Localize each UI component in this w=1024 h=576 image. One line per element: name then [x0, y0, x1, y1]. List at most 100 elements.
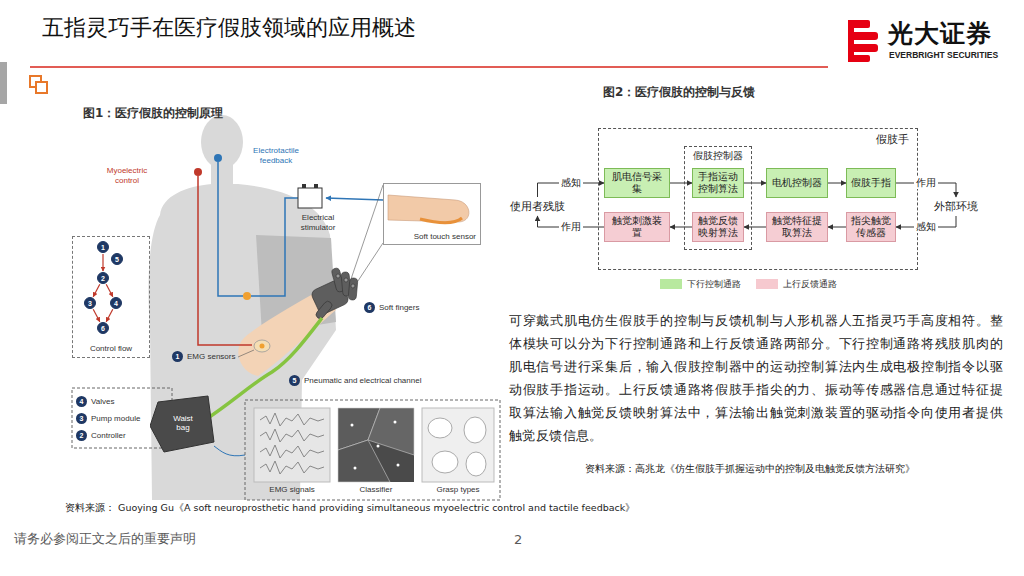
connector	[828, 227, 846, 228]
panel-caption: EMG signals	[254, 485, 330, 495]
header-decor	[0, 62, 828, 104]
source-note: 资料来源： Guoying Gu《A soft neuroprosthetic …	[65, 502, 635, 515]
classifier-panel	[338, 408, 414, 482]
step-circle: 4	[110, 297, 122, 309]
system-boundary: 假肢手假肢控制器手指运动控制算法触觉反馈映射算法肌电信号采集电机控制器假肢手指触…	[598, 128, 918, 270]
battery-icon-part	[298, 188, 322, 208]
signal-wires-part	[214, 446, 245, 456]
header-decor-part	[36, 82, 47, 93]
person-figure-part	[211, 160, 233, 188]
grasp-panel-part	[466, 452, 486, 476]
process-box: 触觉反馈映射算法	[692, 212, 744, 242]
signal-wires-part	[205, 318, 322, 420]
part-label: Pneumatic and electrical channel	[304, 376, 421, 386]
classifier-panel-part	[351, 424, 354, 427]
waist-bag: Waist bag	[150, 392, 216, 454]
node-text: 假肢手	[876, 132, 909, 147]
panel-caption: Grasp types	[422, 485, 494, 495]
signal-label: Electrotactile feedback	[246, 146, 306, 165]
callout-number: 5	[289, 375, 300, 386]
connector	[670, 183, 692, 184]
emg-panel-part	[260, 429, 324, 442]
footer-note: 请务必参阅正文之后的重要声明	[14, 530, 196, 548]
part-label: Valves	[91, 397, 114, 407]
classifier-panel-part	[338, 408, 414, 482]
dashed-panels-part	[245, 400, 500, 500]
person-figure	[148, 115, 336, 500]
signal-wires-part	[352, 243, 383, 290]
body-paragraph: 可穿戴式肌电仿生假肢手的控制与反馈机制与人形机器人五指灵巧手高度相符。整体模块可…	[509, 309, 1003, 447]
node-text: 3	[88, 300, 92, 307]
process-box: 假肢手指	[846, 168, 896, 198]
sensor-dots	[194, 154, 270, 352]
edge-label: 作用	[914, 177, 938, 189]
classifier-panel-part	[354, 467, 357, 470]
process-box: 肌电信号采集	[604, 168, 670, 198]
logo-icon-part	[848, 44, 878, 52]
emg-panel-part	[260, 413, 324, 426]
node-text: 触觉刺激装置	[609, 215, 665, 239]
connector	[93, 309, 100, 322]
process-box: 手指运动控制算法	[692, 168, 744, 198]
connector	[828, 183, 846, 184]
callout-number: 2	[76, 430, 87, 441]
process-box: 触觉刺激装置	[604, 212, 670, 242]
brand-name-en: EVERBRIGHT SECURITIES	[889, 50, 998, 60]
connector	[102, 254, 103, 271]
legend-text: 下行控制通路	[687, 278, 741, 290]
node-text: 肌电信号采集	[609, 171, 665, 195]
node-text: 4	[114, 300, 118, 307]
legend-swatch	[660, 279, 682, 289]
connector	[744, 227, 766, 228]
callout-number: 3	[76, 413, 87, 424]
part-label: Pump module	[91, 414, 140, 424]
fingertip-image-part	[420, 218, 462, 223]
callout-number: 4	[76, 396, 87, 407]
connector	[106, 309, 113, 322]
figure-caption: 图1：医疗假肢的控制原理	[83, 105, 223, 122]
classifier-panel-part	[338, 440, 390, 482]
edge-label: 感知	[559, 177, 583, 189]
sensor-dots-part	[260, 344, 265, 349]
part-label: Soft fingers	[379, 303, 419, 313]
edge-label: 作用	[559, 221, 583, 233]
sensor-dots-part	[254, 340, 270, 352]
battery-icon	[298, 184, 322, 208]
logo-icon-part	[848, 55, 870, 62]
figure-caption: 图2：医疗假肢的控制与反馈	[603, 84, 755, 101]
brand-name: 光大证券	[888, 17, 992, 50]
node-text: 假肢手指	[851, 177, 891, 189]
process-box: 电机控制器	[766, 168, 828, 198]
logo-icon-part	[848, 20, 870, 28]
battery-icon-part	[302, 184, 306, 188]
logo-icon	[848, 20, 878, 62]
legend-text: 上行反馈通路	[783, 278, 837, 290]
classifier-panel-part	[397, 464, 400, 467]
part-label: Electrical stimulator	[290, 213, 346, 232]
signal-wires-part	[326, 198, 383, 200]
fingertip-image	[388, 195, 469, 223]
panel-caption: Classifier	[338, 485, 414, 495]
step-circle: 3	[84, 297, 96, 309]
step-circle: 2	[97, 272, 109, 284]
header-decor-part	[30, 66, 828, 68]
node-text: 电机控制器	[772, 177, 822, 189]
process-box: 触觉特征提取算法	[766, 212, 828, 242]
controller-group: 假肢控制器手指运动控制算法触觉反馈映射算法	[684, 146, 752, 250]
part-label: EMG sensors	[187, 352, 235, 362]
step-circle: 5	[111, 253, 123, 265]
external-entity: 外部环境	[932, 198, 980, 215]
emg-panel-part	[254, 408, 330, 482]
signal-wires-part	[218, 162, 243, 296]
signal-wires-part	[251, 198, 298, 296]
control-flow-box: Control flow152346	[72, 236, 150, 358]
emg-panel-part	[260, 461, 324, 474]
step-circle: 6	[97, 322, 109, 334]
signal-wires-part	[238, 350, 254, 357]
emg-panel	[254, 408, 330, 482]
node-text: 触觉反馈映射算法	[697, 215, 739, 239]
prosthetic-hand-part	[315, 300, 334, 320]
fingertip-image-part	[388, 195, 469, 222]
